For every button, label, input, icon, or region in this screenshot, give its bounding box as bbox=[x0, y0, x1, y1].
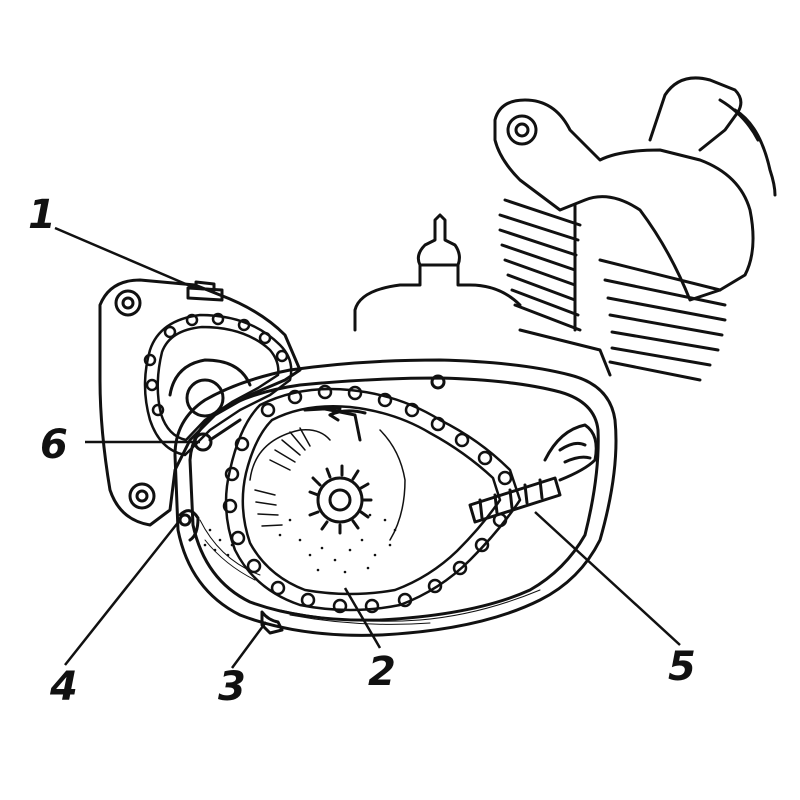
tensioner-rail bbox=[468, 423, 598, 524]
direction-arrow bbox=[328, 408, 367, 422]
oil-sump bbox=[199, 519, 541, 625]
leader-3 bbox=[230, 621, 268, 669]
left-mount-plate bbox=[98, 278, 302, 527]
callout-5: 5 bbox=[668, 644, 696, 690]
cylinder-fins bbox=[498, 198, 727, 382]
leader-2 bbox=[343, 587, 382, 649]
callout-3: 3 bbox=[218, 664, 246, 710]
callout-4: 4 bbox=[49, 664, 78, 710]
callout-2: 2 bbox=[368, 649, 396, 695]
drain-plug bbox=[260, 610, 284, 635]
leader-1 bbox=[54, 226, 196, 290]
callout-6: 6 bbox=[40, 422, 68, 468]
carburetor bbox=[353, 213, 522, 332]
tensioner-arm bbox=[178, 418, 242, 542]
main-chain bbox=[222, 384, 522, 614]
stipple-shading bbox=[203, 513, 397, 574]
filler-screw bbox=[186, 280, 224, 302]
callout-1: 1 bbox=[28, 192, 56, 238]
callout-labels: 1 6 4 3 2 5 bbox=[28, 192, 696, 710]
clutch-gear bbox=[249, 427, 406, 541]
cylinder-head bbox=[493, 76, 777, 302]
drive-sprocket bbox=[303, 406, 373, 535]
upper-chain bbox=[143, 312, 293, 457]
crankcase-cover bbox=[173, 358, 618, 637]
callout-leaders bbox=[54, 226, 681, 669]
leader-5 bbox=[534, 511, 681, 646]
leader-4 bbox=[64, 519, 181, 666]
